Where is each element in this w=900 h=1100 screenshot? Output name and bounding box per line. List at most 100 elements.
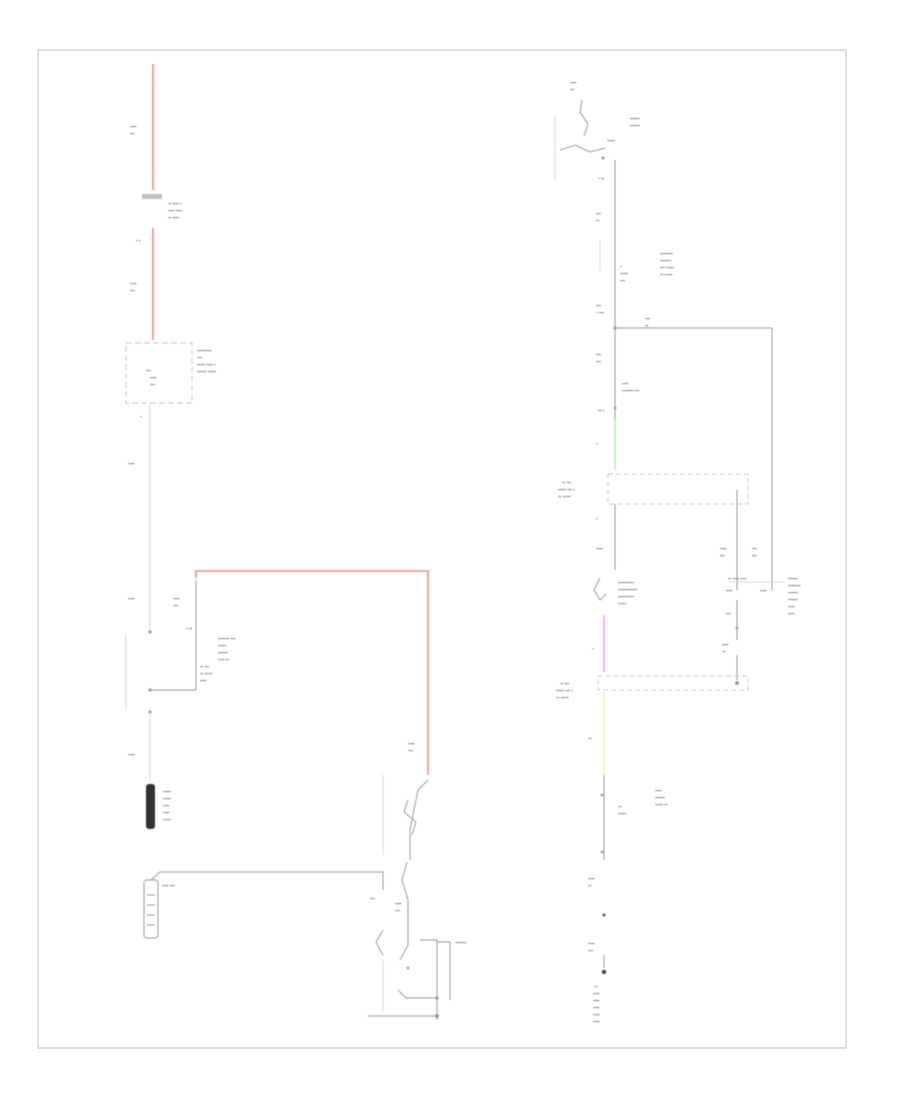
svg-text:▪▪▪▪: ▪▪▪▪ xyxy=(130,281,137,286)
svg-text:▪▪▪▪▪▪: ▪▪▪▪▪▪ xyxy=(655,795,665,800)
svg-text:▪▪: ▪▪ xyxy=(588,736,592,741)
svg-text:▪▪▪▪: ▪▪▪▪ xyxy=(395,901,402,906)
svg-text:▪▪ ▪▪▪▪▪: ▪▪ ▪▪▪▪▪ xyxy=(200,671,213,676)
svg-text:▪▪▪▪▪▪: ▪▪▪▪▪▪ xyxy=(630,123,640,128)
svg-text:▪▪▪▪: ▪▪▪▪ xyxy=(593,991,600,996)
svg-text:▪▪▪: ▪▪▪ xyxy=(752,553,757,558)
svg-text:▪▪▪▪: ▪▪▪▪ xyxy=(408,741,415,746)
ground-wire-label: ▪▪▪▪ ▪▪▪ xyxy=(162,883,175,888)
fuse-block-connector xyxy=(142,194,162,199)
svg-text:▪▪▪▪: ▪▪▪▪ xyxy=(720,546,727,551)
svg-text:▪▪▪▪▪▪▪: ▪▪▪▪▪▪▪ xyxy=(660,258,672,263)
svg-text:▪▪▪ ▪▪▪▪▪: ▪▪▪ ▪▪▪▪▪ xyxy=(660,265,674,270)
svg-text:▪▪▪: ▪▪▪ xyxy=(130,288,135,293)
ground-block xyxy=(143,879,159,939)
svg-text:▪ ▪▪▪: ▪ ▪▪▪ xyxy=(596,310,604,315)
svg-text:▪▪ ▪▪▪▪ ▪▪▪▪: ▪▪ ▪▪▪▪ ▪▪▪▪ xyxy=(728,576,747,581)
svg-text:▪▪▪▪▪: ▪▪▪▪▪ xyxy=(620,271,628,276)
svg-text:▪▪▪: ▪▪▪ xyxy=(150,382,155,387)
svg-text:▪▪▪▪: ▪▪▪▪ xyxy=(722,642,729,647)
svg-text:▪▪▪▪: ▪▪▪▪ xyxy=(788,611,795,616)
svg-text:▪▪ ▪▪▪▪▪: ▪▪ ▪▪▪▪▪ xyxy=(660,272,673,277)
svg-text:▪: ▪ xyxy=(140,414,142,419)
svg-text:▪▪▪▪▪: ▪▪▪▪▪ xyxy=(163,817,171,822)
svg-text:▪▪▪▪▪: ▪▪▪▪▪ xyxy=(618,811,626,816)
fuse-block-label: ▪▪ ▪▪▪▪ ▪ xyxy=(168,201,182,206)
svg-text:▪▪▪▪: ▪▪▪▪ xyxy=(570,80,577,85)
svg-text:▪▪▪▪: ▪▪▪▪ xyxy=(593,1012,600,1017)
svg-text:▪: ▪ xyxy=(596,516,598,521)
svg-text:▪▪▪: ▪▪▪ xyxy=(146,368,151,373)
svg-text:▪▪▪▪▪▪: ▪▪▪▪▪▪ xyxy=(218,650,228,655)
relay-label: ▪▪▪▪▪▪▪▪▪ xyxy=(197,348,212,353)
svg-text:▪▪▪▪▪▪▪ ▪▪▪: ▪▪▪▪▪▪▪ ▪▪▪ xyxy=(622,388,640,393)
svg-text:▪▪▪▪: ▪▪▪▪ xyxy=(163,803,170,808)
svg-text:▪▪▪: ▪▪▪ xyxy=(395,908,400,913)
svg-text:▪▪▪: ▪▪▪ xyxy=(197,355,202,360)
splice-label-1: ▪▪ ▪▪▪ xyxy=(562,480,572,485)
svg-text:▪▪▪: ▪▪▪ xyxy=(596,303,601,308)
svg-text:▪▪▪▪▪▪▪▪▪▪: ▪▪▪▪▪▪▪▪▪▪ xyxy=(618,594,634,599)
svg-text:▪▪: ▪▪ xyxy=(645,323,649,328)
svg-text:▪▪▪▪▪: ▪▪▪▪▪ xyxy=(163,796,171,801)
svg-text:▪▪▪▪: ▪▪▪▪ xyxy=(588,941,595,946)
svg-text:▪▪▪: ▪▪▪ xyxy=(596,211,601,216)
svg-text:▪▪▪▪▪▪ ▪▪▪▪▪: ▪▪▪▪▪▪ ▪▪▪▪▪ xyxy=(197,369,216,374)
svg-text:▪▪▪: ▪▪▪ xyxy=(620,278,625,283)
splice-box-1 xyxy=(607,473,749,505)
svg-text:▪▪▪▪▪▪: ▪▪▪▪▪▪ xyxy=(788,597,798,602)
svg-text:▪▪▪▪▪▪▪▪▪▪▪▪: ▪▪▪▪▪▪▪▪▪▪▪▪ xyxy=(618,587,638,592)
svg-text:▪▪▪▪: ▪▪▪▪ xyxy=(726,588,733,593)
svg-text:▪▪▪▪▪▪: ▪▪▪▪▪▪ xyxy=(788,590,798,595)
svg-text:▪ ▪▪: ▪ ▪▪ xyxy=(186,626,192,631)
svg-text:▪▪▪: ▪▪▪ xyxy=(570,87,575,92)
svg-text:▪▪▪▪: ▪▪▪▪ xyxy=(588,876,595,881)
svg-text:▪▪ ▪: ▪▪ ▪ xyxy=(598,408,604,413)
starter-label: ▪▪▪▪▪▪▪ xyxy=(455,940,467,945)
svg-text:▪▪▪▪: ▪▪▪▪ xyxy=(760,588,767,593)
svg-text:▪▪▪▪: ▪▪▪▪ xyxy=(593,1005,600,1010)
svg-text:▪ ▪▪: ▪ ▪▪ xyxy=(598,176,604,181)
svg-text:▪▪: ▪▪ xyxy=(588,883,592,888)
svg-text:▪▪▪▪: ▪▪▪▪ xyxy=(128,752,135,757)
svg-text:▪▪▪: ▪▪▪ xyxy=(130,131,135,136)
battery-label: ▪▪▪▪▪ xyxy=(163,789,171,794)
svg-text:▪▪: ▪▪ xyxy=(596,218,600,223)
svg-text:▪▪▪: ▪▪▪ xyxy=(588,948,593,953)
ignition-switch-label: ▪▪▪▪▪▪ xyxy=(630,116,640,121)
svg-text:▪▪ ▪▪▪: ▪▪ ▪▪▪ xyxy=(200,664,210,669)
instrument-label: ▪▪▪▪ xyxy=(655,788,662,793)
svg-text:▪▪▪: ▪▪▪ xyxy=(752,546,757,551)
red-starter-wire xyxy=(195,570,429,775)
svg-text:▪▪▪▪: ▪▪▪▪ xyxy=(593,998,600,1003)
svg-text:▪▪ ▪▪▪▪▪: ▪▪ ▪▪▪▪▪ xyxy=(556,695,569,700)
svg-text:▪▪▪▪▪: ▪▪▪▪▪ xyxy=(218,643,226,648)
splice-box-2 xyxy=(597,675,749,691)
battery-icon xyxy=(146,784,155,829)
svg-text:▪▪▪▪▪ ▪▪▪ ▪: ▪▪▪▪▪ ▪▪▪ ▪ xyxy=(556,688,573,693)
svg-text:▪▪▪▪▪: ▪▪▪▪▪ xyxy=(607,138,615,143)
svg-text:▪ ▪: ▪ ▪ xyxy=(136,238,141,243)
svg-text:▪▪▪▪: ▪▪▪▪ xyxy=(128,461,135,466)
svg-text:▪▪▪▪▪ ▪▪▪ ▪: ▪▪▪▪▪ ▪▪▪ ▪ xyxy=(558,487,575,492)
svg-text:▪: ▪ xyxy=(596,441,598,446)
svg-text:▪▪: ▪▪ xyxy=(722,649,726,654)
svg-text:▪▪▪: ▪▪▪ xyxy=(596,359,601,364)
svg-text:▪: ▪ xyxy=(592,646,594,651)
svg-text:▪▪▪: ▪▪▪ xyxy=(173,603,178,608)
svg-text:▪▪▪▪ ▪▪: ▪▪▪▪ ▪▪ xyxy=(218,657,229,662)
svg-text:▪▪▪: ▪▪▪ xyxy=(645,316,650,321)
svg-text:▪▪▪▪ ▪▪▪▪: ▪▪▪▪ ▪▪▪▪ xyxy=(168,208,182,213)
svg-text:▪▪▪: ▪▪▪ xyxy=(726,611,731,616)
svg-text:▪▪ ▪▪▪▪▪: ▪▪ ▪▪▪▪▪ xyxy=(558,494,571,499)
svg-text:▪▪▪▪: ▪▪▪▪ xyxy=(173,596,180,601)
svg-text:▪▪▪▪: ▪▪▪▪ xyxy=(593,1019,600,1024)
clutch-switch-label: ▪▪▪▪▪▪▪▪ xyxy=(660,251,673,256)
wire-label-1: ▪▪▪▪ xyxy=(130,124,137,129)
svg-text:▪▪▪▪▪ ▪▪▪▪ ▪: ▪▪▪▪▪ ▪▪▪▪ ▪ xyxy=(197,362,216,367)
svg-text:▪▪▪▪: ▪▪▪▪ xyxy=(596,546,603,551)
svg-text:▪▪▪▪: ▪▪▪▪ xyxy=(622,381,629,386)
svg-text:▪▪: ▪▪ xyxy=(618,804,622,809)
svg-text:▪▪▪: ▪▪▪ xyxy=(408,748,413,753)
